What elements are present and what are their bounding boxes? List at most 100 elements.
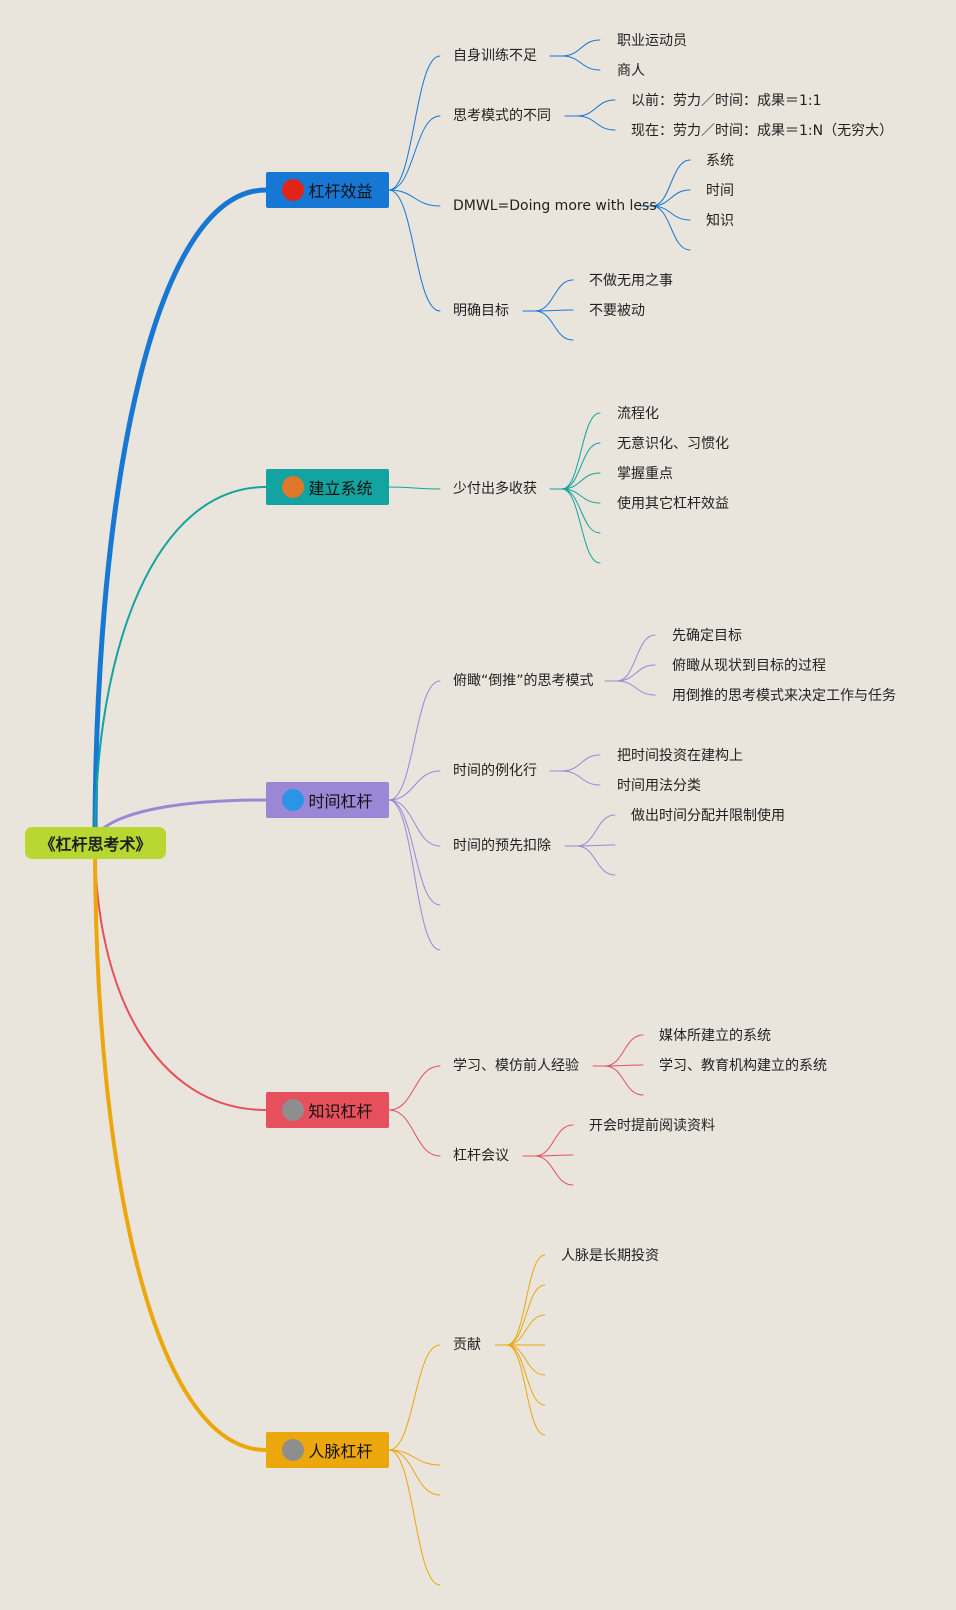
leaf-habit[interactable]: 无意识化、习惯化 <box>617 436 729 452</box>
connector-topic-leaf <box>604 1065 644 1096</box>
leaf-invest-construction[interactable]: 把时间投资在建构上 <box>617 748 743 764</box>
number-badge: 1 <box>282 179 305 201</box>
leaf-not-passive[interactable]: 不要被动 <box>589 303 645 319</box>
topic-thinking-mode[interactable]: 思考模式的不同 <box>453 108 551 124</box>
connector-topic-leaf <box>561 39 601 57</box>
connector-topic-leaf <box>534 309 574 312</box>
leaf-focus[interactable]: 掌握重点 <box>617 466 673 482</box>
connector-topic-leaf <box>604 1064 644 1067</box>
topic-time-deduction[interactable]: 时间的预先扣除 <box>453 838 551 854</box>
connector-topic-leaf <box>534 310 574 341</box>
connector-root-branch <box>92 187 269 846</box>
leaf-no-useless[interactable]: 不做无用之事 <box>589 273 673 289</box>
number-badge: 3 <box>282 789 305 811</box>
leaf-time[interactable]: 时间 <box>706 183 734 199</box>
connector-topic-leaf <box>534 1155 574 1186</box>
connector-topic-leaf <box>506 1344 546 1376</box>
connector-topic-leaf <box>616 680 656 696</box>
connector-branch-topic <box>388 1449 441 1586</box>
branch-label: 知识杠杆 <box>308 1102 373 1121</box>
connector-topic-leaf <box>534 279 574 312</box>
branch-label: 人脉杠杆 <box>308 1442 373 1461</box>
connector-branch-topic <box>388 486 441 490</box>
connector-topic-leaf <box>506 1344 546 1406</box>
number-badge: 5 <box>282 1439 305 1461</box>
connector-branch-topic <box>388 799 441 847</box>
connector-topic-leaf <box>576 814 616 847</box>
topic-time-routine[interactable]: 时间的例化行 <box>453 763 537 779</box>
connector-root-branch <box>93 841 268 1452</box>
branch-node-time-leverage[interactable]: 3 时间杠杆 <box>266 782 389 818</box>
leaf-set-goal[interactable]: 先确定目标 <box>672 628 742 644</box>
topic-leverage-meeting[interactable]: 杠杆会议 <box>453 1148 509 1164</box>
leaf-time-classify[interactable]: 时间用法分类 <box>617 778 701 794</box>
leaf-athlete[interactable]: 职业运动员 <box>617 33 687 49</box>
leaf-other-leverage[interactable]: 使用其它杠杆效益 <box>617 496 729 512</box>
connector-topic-leaf <box>576 99 616 117</box>
leaf-backward-tasks[interactable]: 用倒推的思考模式来决定工作与任务 <box>672 688 896 704</box>
connector-branch-topic <box>388 55 441 191</box>
connector-topic-leaf <box>561 770 601 786</box>
connector-branch-topic <box>388 1449 441 1466</box>
leaf-system[interactable]: 系统 <box>706 153 734 169</box>
connector-topic-leaf <box>604 1034 644 1067</box>
connector-branch-topic <box>388 189 441 312</box>
connector-branch-topic <box>388 1065 441 1111</box>
connector-root-branch <box>94 486 267 844</box>
topic-learn-predecessors[interactable]: 学习、模仿前人经验 <box>453 1058 579 1074</box>
connector-topic-leaf <box>561 754 601 772</box>
connector-topic-leaf <box>616 634 656 682</box>
leaf-businessman[interactable]: 商人 <box>617 63 645 79</box>
connector-branch-topic <box>388 770 441 801</box>
connector-topic-leaf <box>576 115 616 131</box>
connector-topic-leaf <box>561 488 601 564</box>
connector-branch-topic <box>388 189 441 207</box>
root-node[interactable]: 《杠杆思考术》 <box>25 827 166 859</box>
branch-label: 建立系统 <box>308 479 373 498</box>
connector-topic-leaf <box>576 845 616 876</box>
connector-topic-leaf <box>534 1124 574 1157</box>
leaf-overview-process[interactable]: 俯瞰从现状到目标的过程 <box>672 658 826 674</box>
connector-branch-topic <box>388 1109 441 1157</box>
connector-topic-leaf <box>616 664 656 682</box>
leaf-before[interactable]: 以前：劳力／时间：成果＝1:1 <box>631 93 822 109</box>
connector-topic-leaf <box>506 1254 546 1346</box>
leaf-media-system[interactable]: 媒体所建立的系统 <box>659 1028 771 1044</box>
leaf-read-ahead[interactable]: 开会时提前阅读资料 <box>589 1118 715 1134</box>
leaf-time-allocation[interactable]: 做出时间分配并限制使用 <box>631 808 785 824</box>
number-badge: 2 <box>282 476 305 498</box>
leaf-long-term-investment[interactable]: 人脉是长期投资 <box>561 1248 659 1264</box>
connector-topic-leaf <box>561 472 601 490</box>
connector-branch-topic <box>388 1449 441 1496</box>
branch-label: 杠杆效益 <box>308 182 373 201</box>
branch-node-network-leverage[interactable]: 5 人脉杠杆 <box>266 1432 389 1468</box>
topic-clear-goal[interactable]: 明确目标 <box>453 303 509 319</box>
connector-topic-leaf <box>506 1344 546 1436</box>
connector-topic-leaf <box>506 1314 546 1346</box>
connector-branch-topic <box>388 680 441 801</box>
topic-backward-thinking[interactable]: 俯瞰“倒推”的思考模式 <box>453 673 594 689</box>
leaf-process[interactable]: 流程化 <box>617 406 659 422</box>
topic-contribution[interactable]: 贡献 <box>453 1337 481 1353</box>
branch-node-build-system[interactable]: 2 建立系统 <box>266 469 389 505</box>
connector-branch-topic <box>388 799 441 906</box>
connector-topic-leaf <box>561 55 601 71</box>
connector-topic-leaf <box>651 205 691 251</box>
connector-root-branch <box>94 842 267 1111</box>
topic-less-effort[interactable]: 少付出多收获 <box>453 481 537 497</box>
leaf-education-system[interactable]: 学习、教育机构建立的系统 <box>659 1058 827 1074</box>
branch-node-knowledge-leverage[interactable]: 4 知识杠杆 <box>266 1092 389 1128</box>
connector-topic-leaf <box>561 412 601 490</box>
leaf-now[interactable]: 现在：劳力／时间：成果＝1:N（无穷大） <box>631 123 894 139</box>
connector-branch-topic <box>388 1344 441 1451</box>
number-badge: 4 <box>282 1099 305 1121</box>
connector-branch-topic <box>388 115 441 191</box>
branch-node-leverage-benefit[interactable]: 1 杠杆效益 <box>266 172 389 208</box>
connector-topic-leaf <box>561 442 601 490</box>
topic-self-training[interactable]: 自身训练不足 <box>453 48 537 64</box>
leaf-knowledge[interactable]: 知识 <box>706 213 734 229</box>
connector-topic-leaf <box>534 1154 574 1157</box>
branch-label: 时间杠杆 <box>308 792 373 811</box>
topic-dmwl[interactable]: DMWL=Doing more with less <box>453 198 657 214</box>
